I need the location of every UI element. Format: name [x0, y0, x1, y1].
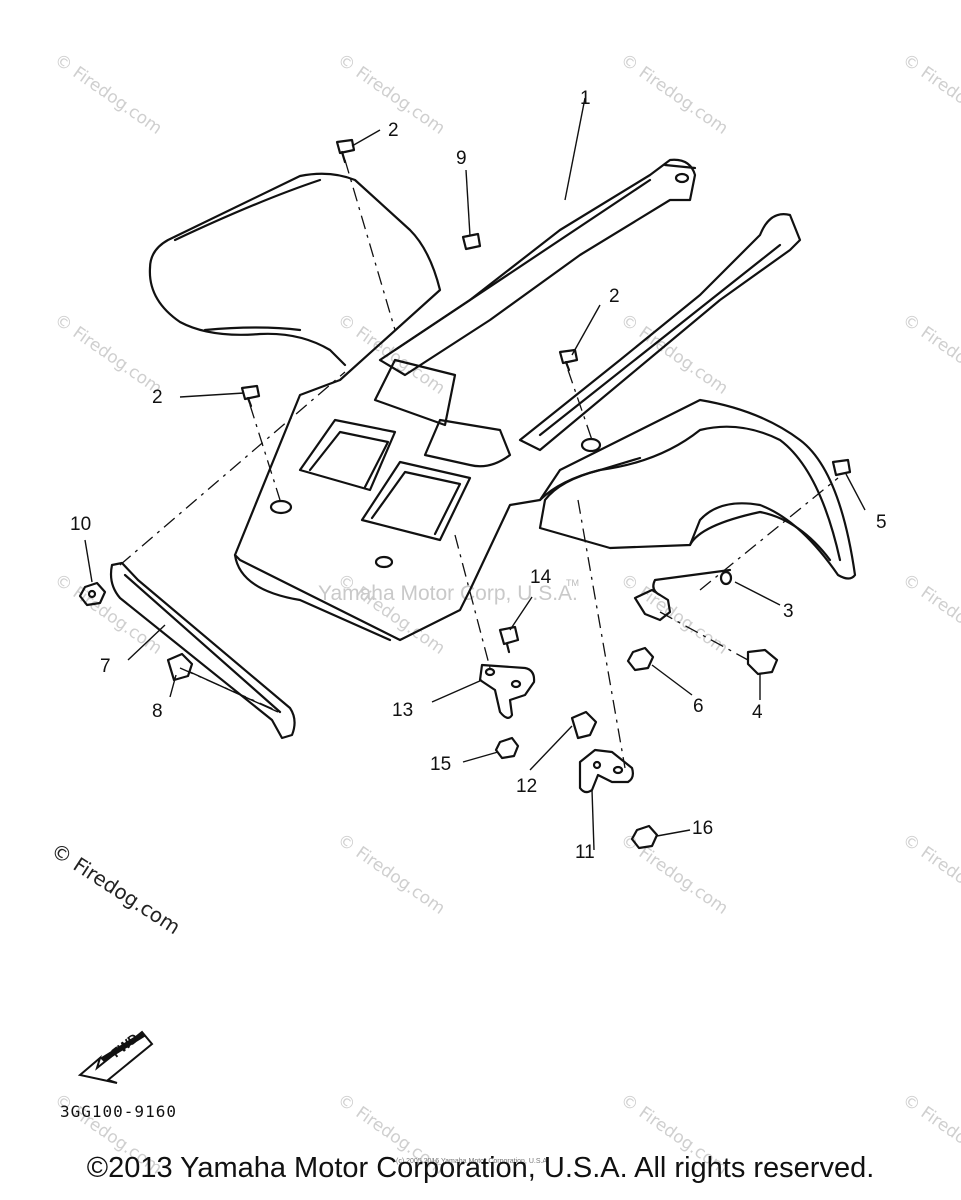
rear-fender [148, 172, 857, 642]
bolt-2a [335, 138, 356, 164]
callout-8: 8 [152, 701, 163, 722]
callout-10: 10 [70, 514, 91, 535]
copyright-footer: ©2013 Yamaha Motor Corporation, U.S.A. A… [86, 1152, 875, 1184]
callout-2: 2 [388, 120, 399, 141]
callout-13: 13 [392, 700, 413, 721]
callout-11: 11 [575, 842, 595, 863]
callout-4: 4 [752, 702, 763, 723]
callout-15: 15 [430, 754, 451, 775]
fwd-arrow-icon: FWD [77, 1030, 154, 1084]
callout-6: 6 [693, 696, 704, 717]
grab-rail-left [378, 158, 697, 377]
callout-2: 2 [152, 387, 163, 408]
bolt-4 [746, 648, 779, 676]
bolt-5 [831, 458, 852, 477]
nut-6 [626, 646, 655, 672]
callout-9: 9 [456, 148, 467, 169]
bolt-8 [166, 652, 194, 682]
bolt-9 [461, 232, 482, 251]
storage-box-left [298, 418, 397, 492]
storage-box-center [360, 460, 472, 542]
bolt-2b [558, 348, 579, 372]
bracket-11 [578, 748, 634, 794]
storage-box-upper [373, 358, 457, 427]
part-code: 3GG100-9160 [60, 1102, 177, 1121]
latch-3 [633, 568, 732, 622]
center-watermark: Yamaha Motor Corp, U.S.A. [318, 582, 578, 605]
nut-10 [78, 581, 107, 607]
callout-14: 14 [530, 567, 552, 588]
callout-7: 7 [100, 656, 111, 677]
callout-5: 5 [876, 512, 887, 533]
bolt-2c [240, 384, 261, 408]
grab-rail-right [518, 213, 802, 452]
callout-1: 1 [580, 88, 591, 109]
trademark-mark: TM [566, 578, 579, 588]
bracket-13 [478, 663, 536, 719]
callout-3: 3 [783, 601, 794, 622]
bolt-14 [498, 625, 520, 654]
callout-2: 2 [609, 286, 620, 307]
callout-16: 16 [692, 818, 713, 839]
nut-15 [494, 736, 520, 760]
nut-16 [630, 824, 659, 850]
callout-12: 12 [516, 776, 537, 797]
bolt-12 [570, 710, 598, 740]
stay-bracket [109, 561, 296, 740]
tiny-copyright: (c) 2005 2016 Yamaha Motor Corporation, … [396, 1158, 550, 1165]
